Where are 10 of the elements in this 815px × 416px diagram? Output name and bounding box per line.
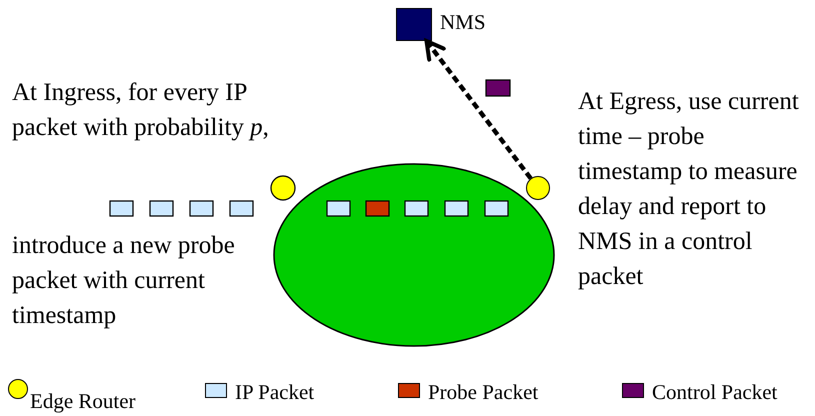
annotation-text: introduce a new probe packet with current timestamp — [12, 231, 236, 331]
dashed-arrow — [424, 38, 533, 180]
legend-label: Control Packet — [652, 380, 778, 405]
legend-label: Edge Router — [30, 389, 136, 414]
node-label: NMS — [440, 10, 486, 35]
legend-label: IP Packet — [235, 380, 314, 405]
router-circle — [526, 176, 550, 200]
annotation-text: At Ingress, for every IP packet with probability p, — [12, 78, 270, 143]
annotation-text: At Egress, use current time – probe timestamp to measure delay and report to NMS in a control packet — [578, 87, 800, 292]
legend-label: Probe Packet — [428, 380, 538, 405]
